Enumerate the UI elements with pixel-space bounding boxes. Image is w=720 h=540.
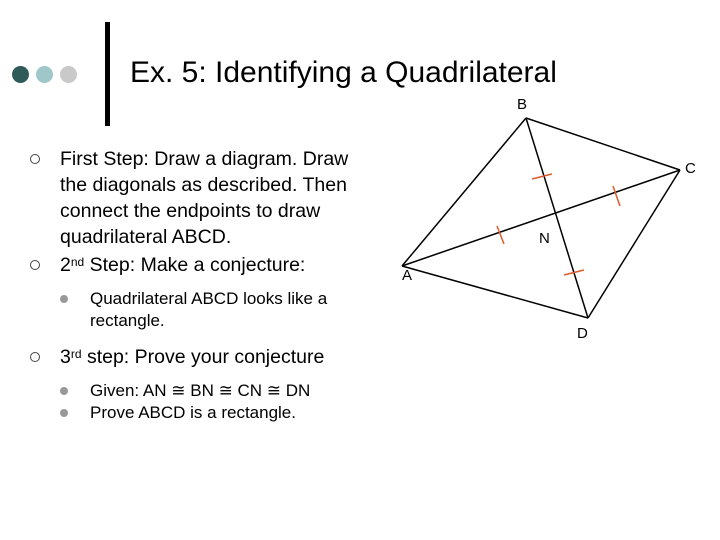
- sub-bullet-given: Given: AN ≅ BN ≅ CN ≅ DN: [30, 380, 370, 402]
- hollow-bullet-icon: [30, 260, 40, 270]
- bullet-first-step: First Step: Draw a diagram. Draw the dia…: [30, 146, 370, 250]
- tick-nc: [612, 185, 621, 207]
- label-c: C: [685, 160, 696, 177]
- diagonal-ac: [401, 169, 681, 267]
- third-step-number: 3: [60, 346, 71, 368]
- side-ab: [401, 117, 527, 267]
- label-d: D: [577, 325, 588, 342]
- second-step-ordinal: nd: [70, 255, 85, 269]
- slide-title: Ex. 5: Identifying a Quadrilateral: [130, 56, 557, 89]
- third-step-text: step: Prove your conjecture: [81, 346, 325, 368]
- decor-dots: [12, 66, 77, 83]
- label-n: N: [539, 230, 550, 247]
- second-step-text: Step: Make a conjecture:: [84, 254, 306, 276]
- hollow-bullet-icon: [30, 154, 40, 164]
- sub-bullet-prove-text: Prove ABCD is a rectangle.: [90, 403, 296, 422]
- decor-dot-teal: [36, 66, 53, 83]
- decor-dot-gray: [60, 66, 77, 83]
- sub-bullet-prove: Prove ABCD is a rectangle.: [30, 402, 370, 424]
- filled-bullet-icon: [60, 409, 68, 417]
- second-step-number: 2: [60, 254, 71, 276]
- filled-bullet-icon: [60, 295, 68, 303]
- tick-nd: [563, 269, 585, 276]
- sub-bullet-conjecture-text: Quadrilateral ABCD looks like a rectangl…: [90, 289, 328, 330]
- side-da: [401, 265, 589, 319]
- bullet-first-step-text: First Step: Draw a diagram. Draw the dia…: [60, 148, 349, 248]
- bullet-third-step: 3rd step: Prove your conjecture: [30, 344, 370, 370]
- title-divider: [105, 22, 110, 126]
- side-bc: [525, 117, 681, 171]
- bullet-second-step: 2nd Step: Make a conjecture:: [30, 252, 370, 278]
- sub-bullet-conjecture: Quadrilateral ABCD looks like a rectangl…: [30, 288, 370, 332]
- label-a: A: [402, 267, 412, 284]
- label-b: B: [517, 96, 527, 113]
- third-step-ordinal: rd: [70, 347, 82, 361]
- sub-bullet-given-text: Given: AN ≅ BN ≅ CN ≅ DN: [90, 381, 311, 400]
- hollow-bullet-icon: [30, 352, 40, 362]
- tick-bn: [531, 173, 553, 180]
- decor-dot-dark: [12, 66, 29, 83]
- tick-an: [496, 225, 505, 245]
- diagonal-bd: [525, 117, 589, 319]
- slide-body: First Step: Draw a diagram. Draw the dia…: [30, 146, 370, 424]
- filled-bullet-icon: [60, 387, 68, 395]
- side-cd: [587, 169, 681, 319]
